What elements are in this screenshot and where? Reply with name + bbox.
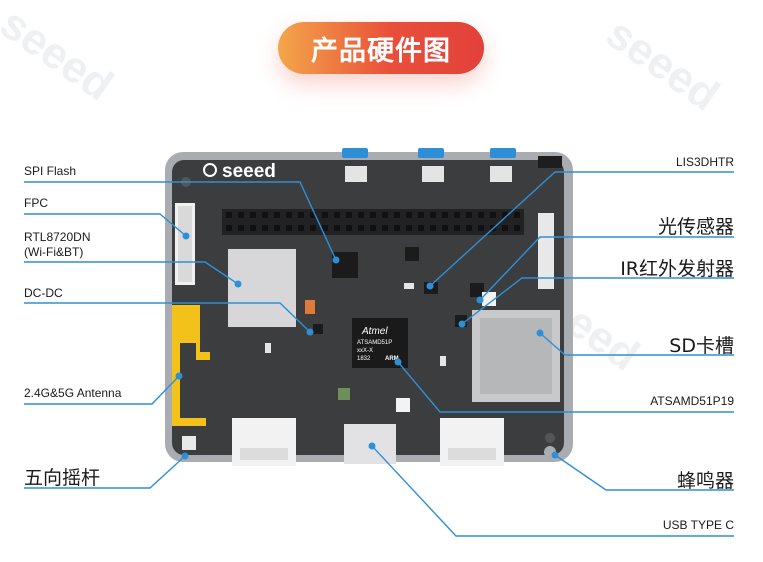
label-lis3dhtr: LIS3DHTR: [675, 155, 734, 169]
top-button: [418, 148, 444, 158]
label-mcu: ATSAMD51P19: [650, 394, 734, 408]
label-buzzer: 蜂鸣器: [676, 470, 734, 492]
chip-mark: ARM: [385, 356, 399, 362]
small-switch: [490, 166, 512, 182]
leader-spi-flash: [24, 181, 337, 261]
label-fpc: FPC: [24, 196, 48, 210]
leader-dcdc: [24, 302, 311, 333]
leader-light-sensor: [479, 236, 734, 301]
leader-lis3dhtr: [429, 171, 734, 287]
seeed-logo-icon: [203, 163, 217, 177]
label-rtl8720dn: RTL8720DN: [24, 230, 91, 244]
leader-rtl: [24, 261, 239, 285]
label-antenna: 2.4G&5G Antenna: [24, 386, 122, 400]
leader-sd: [539, 332, 734, 356]
leader-mcu: [397, 361, 734, 413]
page-title: 产品硬件图: [278, 22, 484, 74]
light-sensor-window: [538, 213, 554, 289]
label-joystick: 五向摇杆: [24, 467, 101, 489]
chip-brand: Atmel: [361, 326, 388, 337]
top-switch: [538, 156, 562, 168]
label-light-sensor: 光传感器: [657, 216, 734, 238]
antenna-trace: [172, 305, 210, 426]
small-switch: [345, 166, 367, 182]
label-ir-emitter: IR红外发射器: [620, 258, 734, 280]
chip-line3: xxX-X: [357, 348, 373, 354]
header-pins: [226, 212, 520, 231]
top-button: [342, 148, 368, 158]
joystick: [182, 436, 196, 450]
top-button: [490, 148, 516, 158]
spi-flash-chip: [332, 252, 358, 278]
rtl8720dn-module: [228, 249, 296, 327]
leader-buzzer: [554, 454, 734, 491]
label-usb-type-c: USB TYPE C: [662, 518, 734, 532]
label-rtl-wifi-bt: (Wi-Fi&BT): [24, 245, 84, 259]
label-sd-slot: SD卡槽: [669, 335, 734, 357]
small-switch: [422, 166, 444, 182]
label-spi-flash: SPI Flash: [24, 164, 77, 178]
leader-ir: [461, 277, 734, 325]
board-brand: seeed: [222, 161, 276, 182]
leader-joystick: [24, 455, 186, 489]
label-dcdc: DC-DC: [24, 286, 63, 300]
chip-line4: 1832: [357, 356, 371, 362]
leader-antenna: [24, 375, 180, 405]
chip-part: ATSAMD51P: [357, 340, 392, 346]
leader-usb: [371, 445, 734, 537]
leader-fpc: [24, 213, 187, 237]
